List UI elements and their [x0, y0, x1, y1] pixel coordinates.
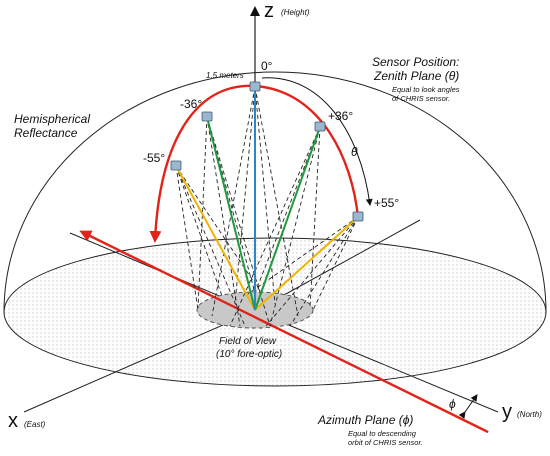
theta-label: θ: [351, 145, 358, 159]
fov-label-2: (10° fore-optic): [216, 349, 282, 360]
hemispherical-label: Hemispherical: [14, 112, 90, 126]
x-axis-sub: (East): [24, 420, 46, 429]
sensor-plus-55: [352, 211, 364, 222]
angle-minus-36: -36°: [180, 97, 202, 111]
hemisphere-dome: [3, 71, 547, 313]
y-axis-sub: (North): [517, 410, 542, 419]
x-axis-label: x: [8, 410, 18, 432]
sensor-note-1: Equal to look angles: [392, 85, 460, 94]
ray-36-left: [206, 116, 256, 311]
sensor-minus-55: [170, 160, 182, 171]
sensor-note-2: of CHRIS sensor.: [392, 94, 450, 103]
y-axis: [254, 310, 499, 413]
azimuth-axis: [79, 230, 489, 434]
sensors: [170, 81, 364, 222]
ray-36-right: [254, 126, 321, 311]
z-axis-sub: (Height): [281, 8, 310, 17]
theta-arrow: [261, 77, 373, 206]
z-axis-label: z: [264, 0, 274, 22]
x-axis: [23, 310, 256, 413]
phi-arrow: [458, 394, 478, 419]
angle-0: 0°: [261, 59, 273, 73]
reflectance-label: Reflectance: [14, 126, 78, 140]
ray-55-left: [175, 165, 256, 311]
sensor-plus-36: [314, 121, 326, 132]
angle-plus-55: +55°: [374, 196, 399, 210]
fov-label-1: Field of View: [219, 336, 277, 347]
height-label: 1.5 meters: [206, 71, 244, 80]
angle-minus-55: -55°: [143, 151, 165, 165]
sensor-minus-36: [201, 111, 213, 122]
angle-plus-36: +36°: [328, 109, 353, 123]
y-axis-label: y: [502, 401, 512, 423]
azimuth-title: Azimuth Plane (ϕ): [317, 413, 413, 427]
sensor-title-1: Sensor Position:: [372, 55, 459, 69]
azimuth-note-1: Equal to descending: [348, 429, 417, 438]
sensor-0: [249, 81, 261, 92]
phi-label: ϕ: [449, 397, 456, 411]
sensor-title-2: Zenith Plane (θ): [373, 69, 459, 83]
azimuth-note-2: orbit of CHRIS sensor.: [348, 438, 423, 447]
ray-55-right: [254, 216, 359, 311]
